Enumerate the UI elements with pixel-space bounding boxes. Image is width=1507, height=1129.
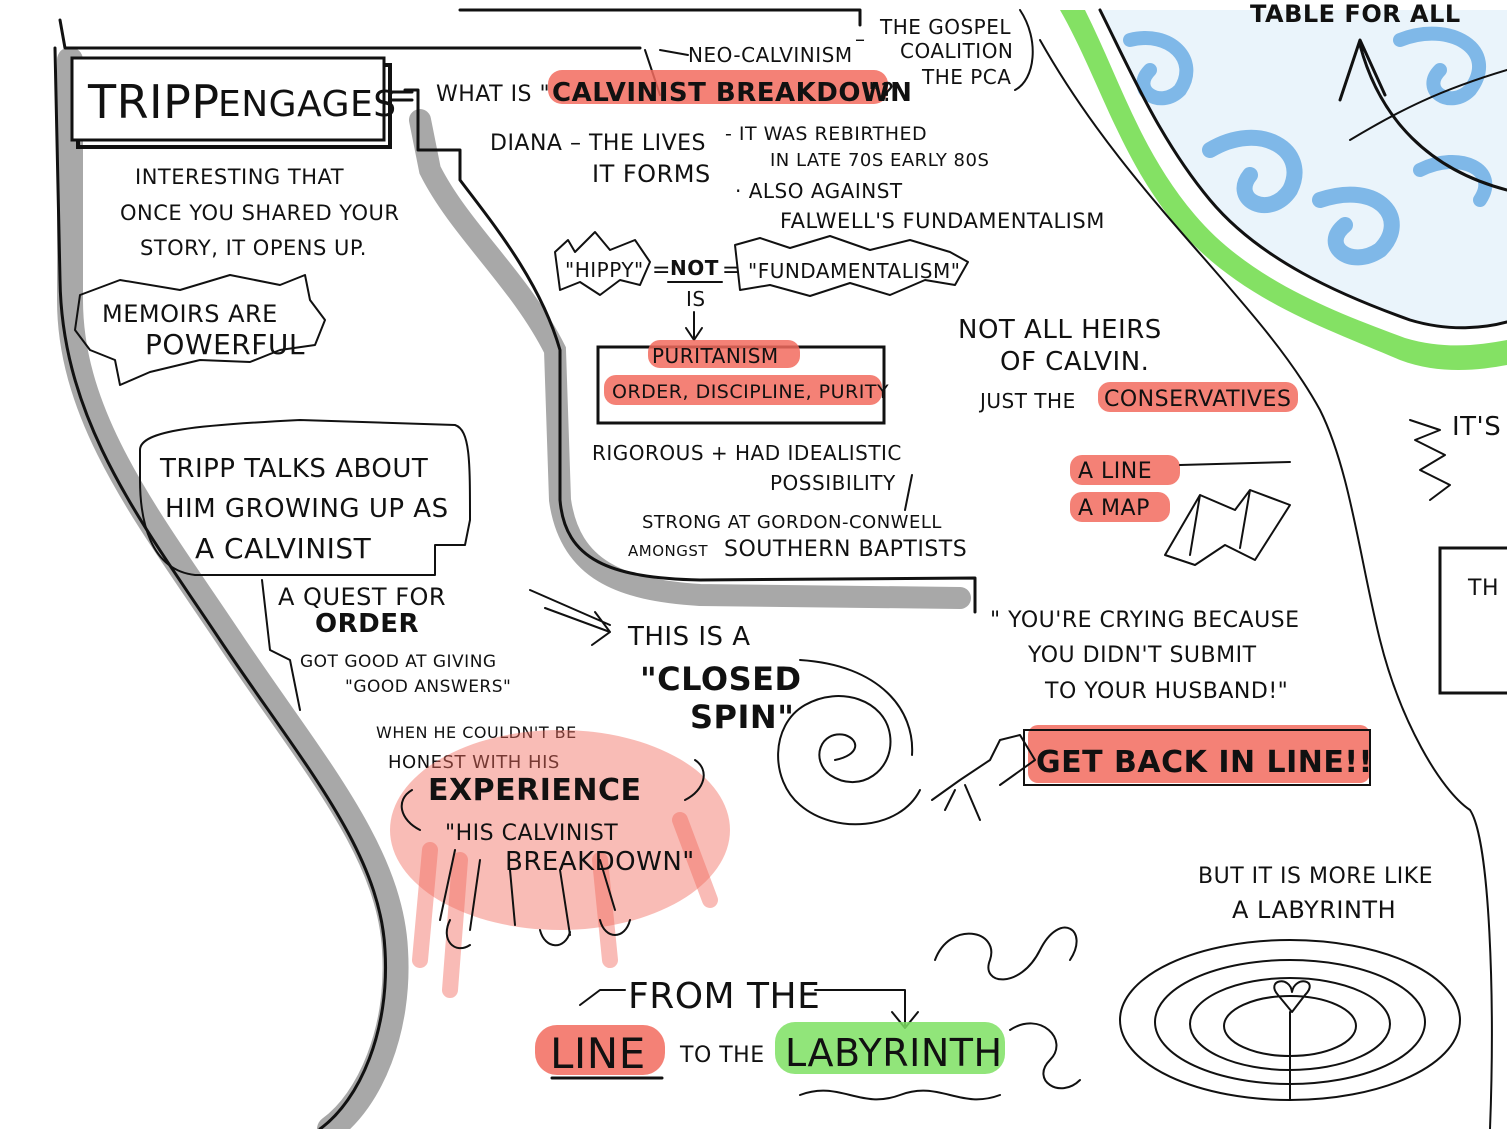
diana-line-2: IT FORMS — [592, 160, 711, 188]
tripp-talks-bubble — [139, 419, 471, 576]
explosion-illustration — [390, 730, 730, 998]
rebirthed-line-2: IN LATE 70s EARLY 80s — [770, 150, 989, 171]
heirs-line-2: OF CALVIN. — [1000, 347, 1149, 377]
pca-label: THE PCA — [921, 65, 1011, 89]
left-column: INTERESTING THAT ONCE YOU SHARED YOUR ST… — [74, 165, 730, 998]
hippy-bubble — [554, 231, 651, 296]
river-illustration — [1060, 8, 1507, 370]
labyrinth-word: LABYRINTH — [785, 1031, 1003, 1075]
memoirs-bubble — [74, 274, 326, 386]
title-tripp: TRIPP — [87, 75, 220, 129]
against-line-2: FALWELL'S FUNDAMENTALISM — [780, 209, 1105, 233]
calvinist-breakdown-highlight — [548, 70, 888, 104]
question-prefix: WHAT IS " — [436, 82, 550, 107]
memoirs-line-1: MEMOIRS ARE — [102, 300, 278, 328]
line-word: LINE — [550, 1029, 646, 1078]
rigorous-line-1: RIGOROUS + HAD IDEALISTIC — [592, 441, 902, 465]
hippy-label: "HIPPY" — [565, 258, 644, 282]
honest-line-1: WHEN HE COULDN'T BE — [376, 723, 577, 742]
equals-sign-1: = — [652, 258, 671, 283]
tripp-talks-line-1: TRIPP TALKS ABOUT — [159, 454, 428, 484]
spiral-icon — [777, 695, 921, 826]
equals-sign-2: = — [722, 258, 741, 283]
closed-spin-region: THIS IS A "CLOSED SPIN" — [529, 589, 921, 826]
title-engages: ENGAGES — [218, 84, 397, 125]
good-answers-line-2: "GOOD ANSWERS" — [345, 677, 511, 697]
a-line-label: A LINE — [1078, 459, 1152, 484]
question-suffix: "? — [868, 78, 895, 108]
definition-region: NEO-CALVINISM – THE GOSPEL COALITION THE… — [436, 15, 1105, 562]
get-back-in-line: GET BACK IN LINE!! — [1036, 745, 1373, 780]
crying-line-2: YOU DIDN'T SUBMIT — [1027, 643, 1257, 668]
question-highlight: CALVINIST BREAKDOWN — [552, 78, 912, 108]
heirs-line-3a: JUST THE — [978, 389, 1076, 413]
honest-line-2: HONEST WITH HIS — [388, 752, 560, 773]
not-label: NOT — [670, 256, 719, 280]
strong-line-2a: AMONGST — [628, 542, 708, 560]
strong-line-1: STRONG AT GORDON-CONWELL — [642, 512, 942, 533]
order-discipline-purity: ORDER, DISCIPLINE, PURITY — [612, 381, 889, 403]
spin-label: SPIN" — [690, 698, 794, 736]
breakdown-label: BREAKDOWN" — [505, 847, 695, 877]
more-like-line-2: A LABYRINTH — [1232, 896, 1396, 924]
crying-line-3: TO YOUR HUSBAND!" — [1044, 679, 1288, 704]
tripp-talks-line-3: A CALVINIST — [195, 532, 372, 565]
interesting-line-1: INTERESTING THAT — [135, 165, 344, 189]
strong-line-2b: SOUTHERN BAPTISTS — [724, 537, 967, 562]
good-answers-line-1: GOT GOOD AT GIVING — [300, 652, 497, 672]
to-the-label: TO THE — [679, 1043, 765, 1068]
fundamentalism-bubble — [734, 235, 969, 297]
puritanism-label: PURITANISM — [652, 344, 779, 368]
th-fragment: TH — [1467, 576, 1499, 601]
tripp-talks-line-2: HIM GROWING UP AS — [165, 494, 449, 524]
dash-label: – — [855, 27, 866, 51]
fundamentalism-label: "FUNDAMENTALISM" — [748, 259, 960, 283]
interesting-line-3: STORY, IT OPENS UP. — [140, 236, 367, 260]
is-label: IS — [686, 287, 706, 311]
a-map-label: A MAP — [1078, 496, 1150, 521]
gospel-coalition-2: COALITION — [900, 39, 1013, 63]
top-right-fragment: TABLE FOR ALL — [1250, 0, 1461, 28]
title-box: TRIPP ENGAGES — [70, 56, 414, 149]
memoirs-line-2: POWERFUL — [145, 328, 305, 361]
its-fragment: IT'S — [1452, 412, 1501, 442]
experience-label: EXPERIENCE — [428, 773, 641, 808]
from-the-label: FROM THE — [628, 976, 820, 1017]
right-column: NOT ALL HEIRS OF CALVIN. JUST THE CONSER… — [931, 315, 1507, 821]
quest-line-2: ORDER — [315, 609, 419, 639]
interesting-line-2: ONCE YOU SHARED YOUR — [120, 201, 399, 225]
map-icon — [1164, 489, 1291, 566]
bottom-region: FROM THE LINE TO THE LABYRINTH BUT IT IS… — [535, 864, 1461, 1101]
gospel-coalition-1: THE GOSPEL — [879, 15, 1011, 39]
main-frame — [53, 8, 1493, 1129]
heirs-line-3b: CONSERVATIVES — [1104, 387, 1291, 412]
neo-calvinism-label: NEO-CALVINISM — [688, 43, 853, 67]
his-calvinist-label: "HIS CALVINIST — [445, 821, 618, 846]
rigorous-line-2: POSSIBILITY — [770, 471, 896, 495]
labyrinth-icon — [1119, 939, 1461, 1101]
diana-line-1: DIANA – THE LIVES — [490, 131, 706, 156]
against-line-1: · ALSO AGAINST — [735, 179, 903, 203]
closed-label: "CLOSED — [640, 660, 802, 698]
pointing-figure-icon — [931, 734, 1036, 821]
this-is-a-label: THIS IS A — [627, 622, 751, 652]
heirs-line-1: NOT ALL HEIRS — [958, 315, 1162, 345]
crying-line-1: " YOU'RE CRYING BECAUSE — [990, 608, 1300, 633]
shadow-rails — [57, 47, 971, 1129]
quest-line-1: A QUEST FOR — [278, 583, 446, 611]
more-like-line-1: BUT IT IS MORE LIKE — [1198, 864, 1433, 889]
rebirthed-line-1: - IT WAS REBIRTHED — [725, 123, 927, 145]
